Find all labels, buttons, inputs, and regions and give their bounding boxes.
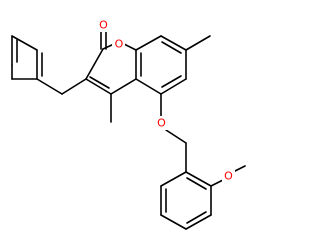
bond-ar3-ar4 bbox=[160, 214, 187, 230]
ether-oxygen: O bbox=[155, 116, 168, 130]
bond-ar6-o-methoxy bbox=[210, 179, 224, 187]
bond-c6-c5-double bbox=[161, 75, 182, 88]
methoxy-oxygen: O bbox=[222, 169, 235, 183]
ring-oxygen-label: O bbox=[115, 38, 124, 51]
bond-ch2-ph bbox=[36, 78, 63, 95]
atom-labels: O O O O bbox=[97, 18, 235, 183]
bond-c3-ch2 bbox=[61, 78, 87, 95]
bond-c8a-c8 bbox=[135, 35, 162, 51]
molecule-structure: O O O O bbox=[11, 18, 246, 230]
bond-o-ring-c8a bbox=[123, 43, 137, 51]
bond-ph2-ph3 bbox=[11, 35, 38, 51]
bond-c8-c7 bbox=[160, 35, 187, 51]
bond-c4-c3 bbox=[85, 78, 112, 95]
methoxy-oxygen-label: O bbox=[224, 170, 233, 183]
bond-c7-methyl bbox=[185, 35, 211, 51]
bonds bbox=[11, 30, 246, 230]
bond-c5-c4a bbox=[135, 78, 162, 95]
bond-c6-c5 bbox=[160, 78, 187, 95]
ring-oxygen: O bbox=[112, 37, 125, 51]
bond-ar4-ar5 bbox=[185, 214, 212, 230]
bond-c4-c3-double bbox=[89, 76, 110, 89]
ether-oxygen-label: O bbox=[157, 117, 166, 130]
carbonyl-oxygen: O bbox=[97, 18, 110, 32]
carbonyl-oxygen-label: O bbox=[99, 19, 108, 32]
bond-ar4-ar5-double bbox=[186, 211, 207, 224]
bond-ar6-ar1-double bbox=[186, 177, 207, 190]
structure-canvas: O O O O bbox=[11, 18, 246, 230]
bond-c3-c2 bbox=[85, 48, 104, 80]
bond-ar6-ar1 bbox=[185, 171, 212, 187]
bond-c4a-c4 bbox=[110, 78, 137, 95]
bond-ar1-ar2 bbox=[160, 171, 187, 187]
bond-c8-c7-double bbox=[161, 41, 182, 54]
bond-o-ether-ch2 bbox=[165, 129, 187, 144]
